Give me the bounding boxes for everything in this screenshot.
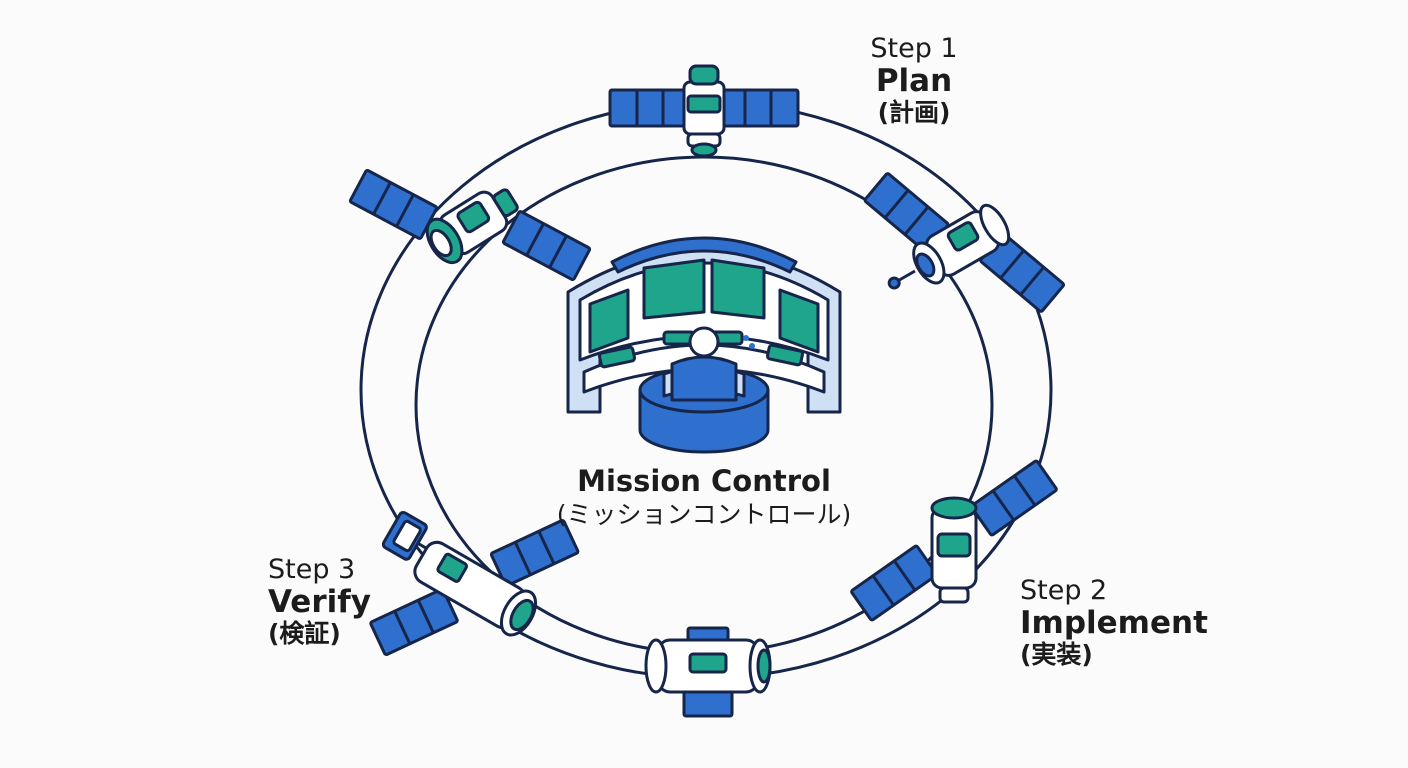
step-1-label: Step 1 Plan (計画) [866, 33, 962, 127]
satellite-icon [849, 458, 1059, 623]
step-2-label: Step 2 Implement (実装) [1020, 575, 1208, 669]
satellite-icon [368, 510, 581, 657]
step-japanese: (計画) [877, 97, 951, 127]
step-number: Step 1 [870, 33, 958, 64]
space-module-icon [644, 626, 772, 718]
step-japanese: (実装) [1020, 639, 1093, 669]
mission-control-title: Mission Control [577, 464, 831, 498]
step-name: Plan [875, 63, 953, 100]
satellite-icon [608, 64, 800, 158]
step-number: Step 2 [1020, 575, 1108, 606]
satellite-icon [862, 171, 1066, 314]
step-name: Implement [1020, 605, 1208, 642]
mission-control-console-icon [566, 236, 842, 454]
satellite-icon [348, 168, 592, 282]
step-japanese: (検証) [268, 618, 341, 648]
mission-control-label: Mission Control (ミッションコントロール) [504, 464, 904, 531]
step-number: Step 3 [268, 554, 356, 585]
step-3-label: Step 3 Verify (検証) [268, 554, 371, 648]
step-name: Verify [268, 584, 371, 621]
mission-control-subtitle: (ミッションコントロール) [556, 499, 852, 529]
